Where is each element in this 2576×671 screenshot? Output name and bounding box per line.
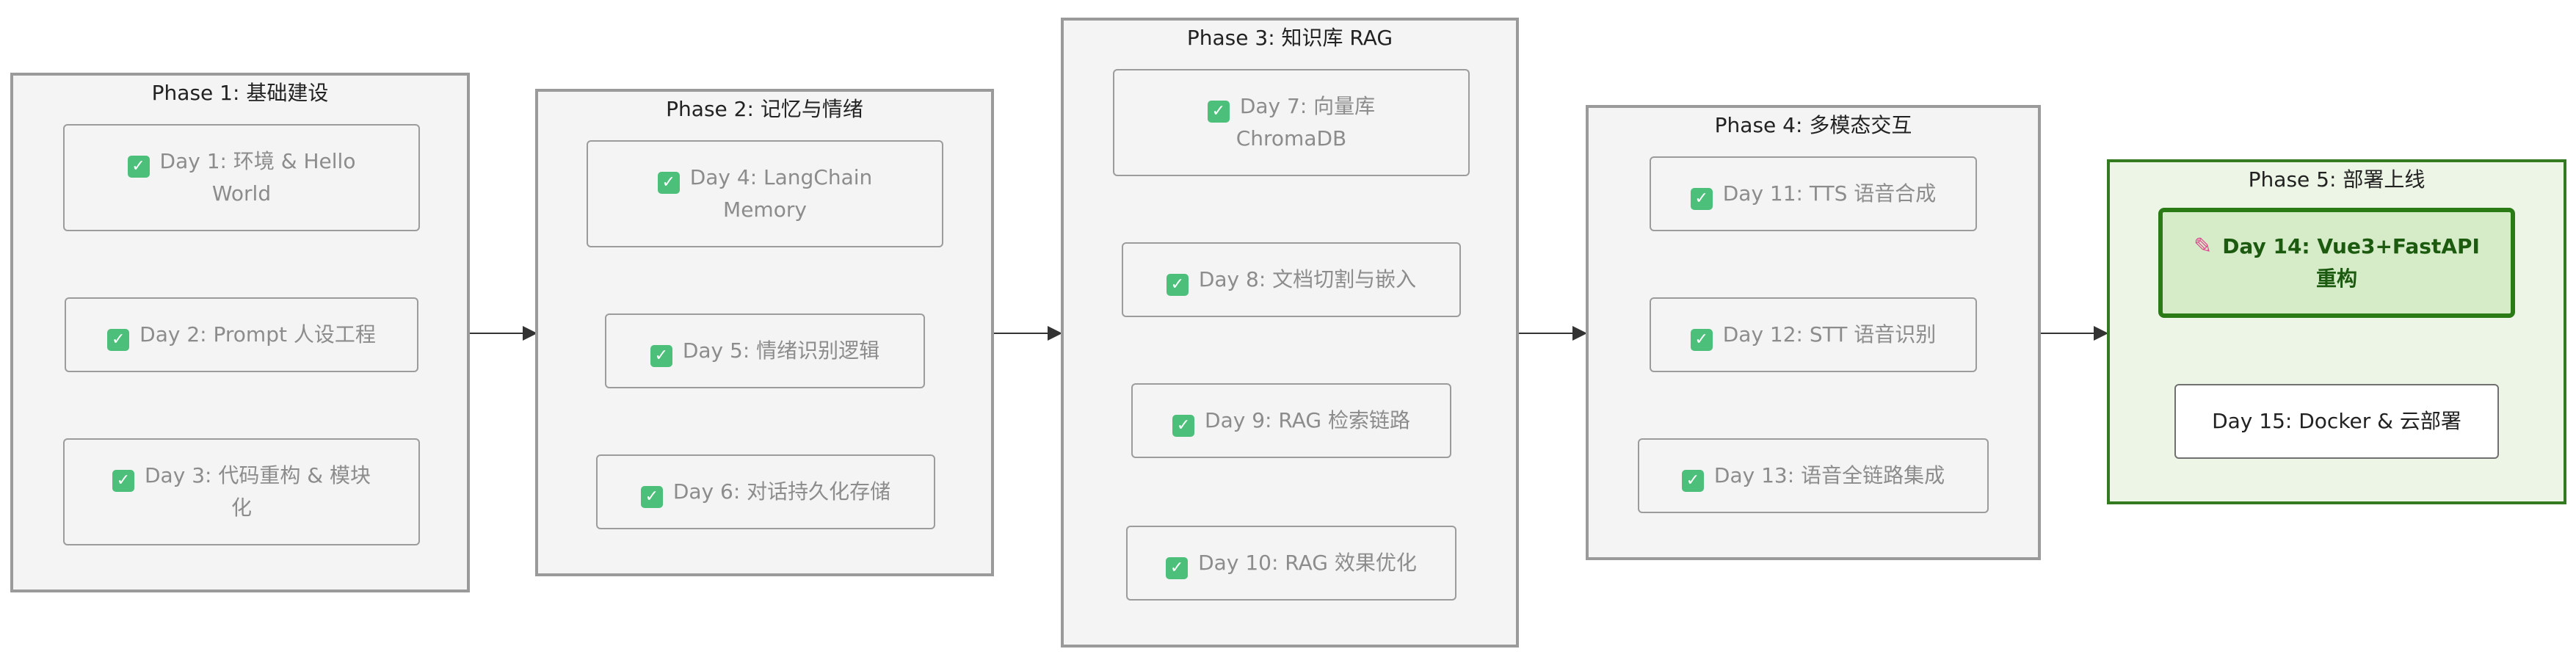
task-day-7[interactable]: ✓ Day 7: 向量库 ChromaDB: [1113, 69, 1470, 176]
phase-title: Phase 1: 基础建设: [151, 81, 329, 105]
check-box-icon: ✓: [1172, 415, 1195, 437]
task-day-11[interactable]: ✓ Day 11: TTS 语音合成: [1650, 156, 1977, 231]
task-day-14[interactable]: ✎ Day 14: Vue3+FastAPI 重构: [2158, 208, 2515, 318]
task-label: Day 5: 情绪识别逻辑: [682, 338, 880, 363]
check-box-icon: ✓: [127, 156, 150, 178]
check-box-icon: ✓: [1166, 274, 1189, 296]
check-box-icon: ✓: [1690, 329, 1713, 351]
task-label-line2: 化: [231, 496, 252, 520]
task-label-line2: World: [211, 181, 272, 206]
check-box-icon: ✓: [657, 172, 680, 194]
task-label: Day 1: 环境 & Hello: [159, 149, 356, 173]
task-label: Day 6: 对话持久化存储: [672, 479, 891, 504]
task-label: Day 2: Prompt 人设工程: [139, 322, 376, 347]
check-box-icon: ✓: [1681, 470, 1704, 492]
check-box-icon: ✓: [107, 329, 130, 351]
task-label: Day 7: 向量库: [1239, 94, 1376, 118]
task-day-9[interactable]: ✓ Day 9: RAG 检索链路: [1131, 383, 1451, 458]
phase-title: Phase 4: 多模态交互: [1714, 113, 1912, 137]
check-box-icon: ✓: [640, 486, 663, 508]
phase-5-group: Phase 5: 部署上线 ✎ Day 14: Vue3+FastAPI 重构 Da…: [2107, 159, 2566, 504]
task-day-8[interactable]: ✓ Day 8: 文档切割与嵌入: [1122, 242, 1461, 317]
pin-icon: ✎: [2194, 233, 2213, 259]
task-label-line2: ChromaDB: [1236, 126, 1347, 150]
phase-3-group: Phase 3: 知识库 RAG ✓ Day 7: 向量库 ChromaDB ✓ Da…: [1061, 18, 1519, 648]
task-label: Day 8: 文档切割与嵌入: [1198, 267, 1417, 291]
task-label: Day 11: TTS 语音合成: [1722, 181, 1937, 206]
check-box-icon: ✓: [1690, 188, 1713, 210]
task-label: Day 12: STT 语音识别: [1722, 322, 1937, 347]
task-label-line2: 重构: [2315, 266, 2357, 291]
task-day-13[interactable]: ✓ Day 13: 语音全链路集成: [1638, 438, 1989, 513]
task-label: Day 10: RAG 效果优化: [1198, 551, 1417, 575]
phase-title: Phase 3: 知识库 RAG: [1186, 26, 1393, 50]
task-day-10[interactable]: ✓ Day 10: RAG 效果优化: [1126, 526, 1456, 601]
task-label: Day 9: RAG 检索链路: [1205, 408, 1410, 432]
phase-title: Phase 5: 部署上线: [2248, 167, 2426, 192]
phase-4-group: Phase 4: 多模态交互 ✓ Day 11: TTS 语音合成 ✓ Day 12…: [1586, 105, 2041, 560]
check-box-icon: ✓: [1166, 557, 1189, 579]
check-box-icon: ✓: [112, 470, 134, 492]
check-box-icon: ✓: [650, 345, 672, 367]
task-day-3[interactable]: ✓ Day 3: 代码重构 & 模块化: [63, 438, 420, 545]
task-label: Day 4: LangChain: [689, 165, 873, 189]
task-day-12[interactable]: ✓ Day 12: STT 语音识别: [1650, 297, 1977, 372]
task-day-2[interactable]: ✓ Day 2: Prompt 人设工程: [65, 297, 418, 372]
task-label: Day 13: 语音全链路集成: [1713, 463, 1945, 487]
task-label-line2: Memory: [723, 197, 807, 222]
check-box-icon: ✓: [1207, 101, 1230, 123]
task-label: Day 3: 代码重构 & 模块: [145, 463, 371, 487]
phase-title: Phase 2: 记忆与情绪: [666, 97, 863, 121]
task-day-5[interactable]: ✓ Day 5: 情绪识别逻辑: [605, 313, 925, 388]
task-day-15[interactable]: Day 15: Docker & 云部署: [2174, 384, 2499, 459]
task-label: Day 15: Docker & 云部署: [2212, 409, 2461, 433]
task-label: Day 14: Vue3+FastAPI: [2222, 234, 2480, 258]
task-day-6[interactable]: ✓ Day 6: 对话持久化存储: [596, 454, 935, 529]
